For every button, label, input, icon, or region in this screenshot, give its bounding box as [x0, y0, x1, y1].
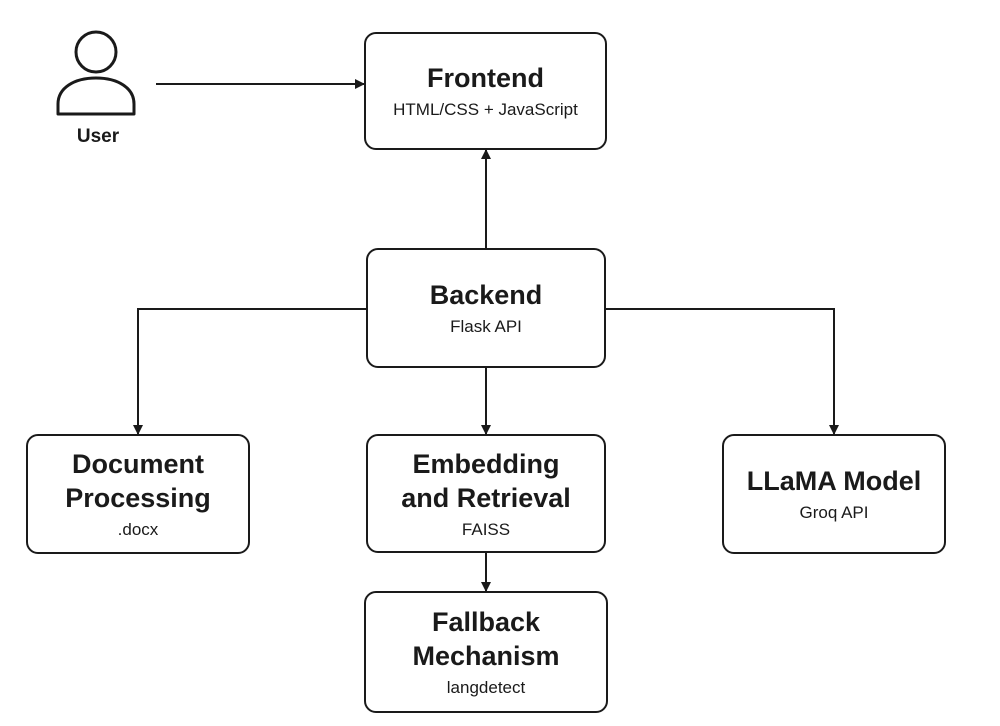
- embedding-retrieval-title: Embedding and Retrieval: [401, 448, 571, 513]
- user-actor: User: [48, 28, 148, 158]
- embedding-retrieval-node: Embedding and Retrieval FAISS: [366, 434, 606, 553]
- document-processing-node: Document Processing .docx: [26, 434, 250, 554]
- user-icon: [56, 30, 136, 116]
- fallback-subtitle: langdetect: [446, 678, 526, 697]
- backend-title: Backend: [429, 280, 543, 310]
- fallback-node: Fallback Mechanism langdetect: [364, 591, 608, 713]
- llama-model-node: LLaMA Model Groq API: [722, 434, 946, 554]
- edge-backend-to-llama-model: [606, 308, 839, 435]
- backend-node: Backend Flask API: [366, 248, 606, 368]
- frontend-subtitle: HTML/CSS + JavaScript: [393, 100, 578, 119]
- backend-subtitle: Flask API: [450, 317, 522, 336]
- edge-backend-to-document-processing: [133, 308, 366, 435]
- frontend-title: Frontend: [427, 63, 544, 93]
- llama-model-title: LLaMA Model: [746, 466, 922, 496]
- document-processing-subtitle: .docx: [117, 520, 159, 539]
- embedding-retrieval-subtitle: FAISS: [461, 519, 511, 539]
- document-processing-title: Document Processing: [65, 449, 211, 513]
- fallback-title: Fallback Mechanism: [412, 607, 560, 671]
- user-label: User: [76, 126, 120, 147]
- frontend-node: Frontend HTML/CSS + JavaScript: [364, 32, 607, 150]
- llama-model-subtitle: Groq API: [799, 503, 869, 522]
